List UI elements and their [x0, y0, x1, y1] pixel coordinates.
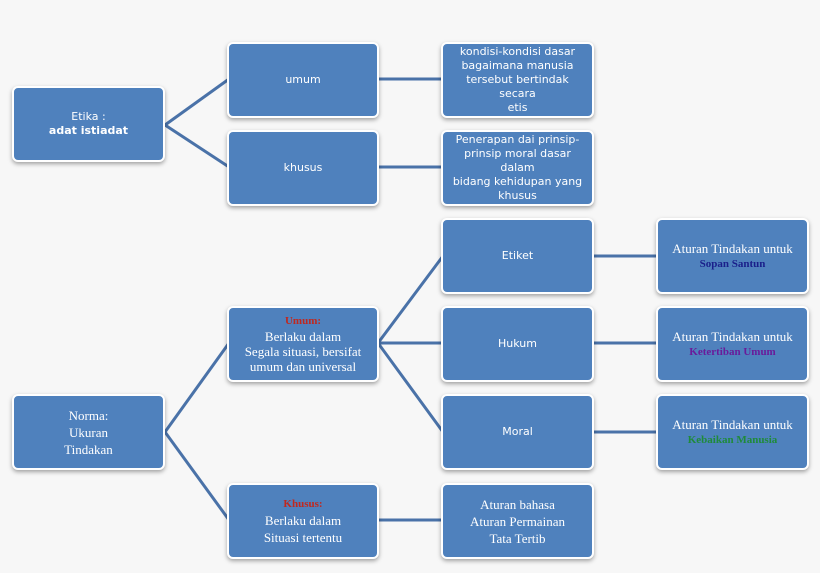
desc-line: Penerapan dai prinsip- — [455, 133, 580, 146]
connector-etika-umum — [164, 77, 230, 127]
desc-line: Tata Tertib — [489, 530, 546, 546]
norma-root-line: Tindakan — [64, 441, 113, 457]
norma-root-line: Ukuran — [69, 424, 108, 440]
aturan-prefix: Aturan Tindakan untuk — [672, 329, 793, 344]
connector-etika-khusus — [164, 123, 230, 169]
desc-line: Aturan Permainan — [470, 513, 565, 529]
norma-umum-line: umum dan universal — [249, 359, 357, 374]
etika-root-sublabel: adat istiadat — [48, 124, 129, 137]
etika-root-label: Etika : — [71, 110, 106, 123]
desc-line: prinsip moral dasar dalam — [464, 147, 571, 174]
norma-khusus-line: Situasi tertentu — [263, 529, 343, 545]
connector-umum-moral — [376, 342, 445, 433]
norma-khusus-line: Berlaku dalam — [264, 512, 342, 528]
kebaikan-manusia-label: Kebaikan Manusia — [687, 434, 778, 446]
desc-line: kondisi-kondisi dasar — [459, 45, 576, 58]
aturan-prefix: Aturan Tindakan untuk — [672, 241, 793, 256]
etika-umum-label: umum — [285, 73, 321, 86]
etika-umum-node: umum — [227, 42, 379, 118]
etiket-node: Etiket — [441, 218, 594, 294]
connector-norma-umum — [163, 342, 231, 433]
norma-khusus-title: Khusus: — [283, 497, 323, 510]
moral-label: Moral — [502, 425, 533, 438]
ketertiban-umum-label: Ketertiban Umum — [689, 346, 776, 358]
desc-line: Aturan bahasa — [480, 496, 555, 512]
etika-root-node: Etika : adat istiadat — [12, 86, 165, 162]
norma-umum-node: Umum: Berlaku dalam Segala situasi, bers… — [227, 306, 379, 382]
desc-line: etis — [507, 101, 528, 114]
desc-line: bagaimana manusia — [461, 59, 574, 72]
aturan-prefix: Aturan Tindakan untuk — [672, 417, 793, 432]
connector-umum-etiket — [376, 255, 445, 344]
hukum-label: Hukum — [498, 337, 537, 350]
norma-root-node: Norma: Ukuran Tindakan — [12, 394, 165, 470]
desc-line: khusus — [498, 189, 537, 202]
norma-umum-line: Segala situasi, bersifat — [244, 344, 362, 359]
etika-khusus-desc-node: Penerapan dai prinsip- prinsip moral das… — [441, 130, 594, 206]
hukum-aturan-node: Aturan Tindakan untuk Ketertiban Umum — [656, 306, 809, 382]
desc-line: tersebut bertindak secara — [466, 73, 569, 100]
sopan-santun-label: Sopan Santun — [699, 258, 766, 270]
etika-khusus-node: khusus — [227, 130, 379, 206]
norma-umum-title: Umum: — [284, 315, 322, 327]
etika-umum-desc-node: kondisi-kondisi dasar bagaimana manusia … — [441, 42, 594, 118]
moral-node: Moral — [441, 394, 594, 470]
norma-khusus-node: Khusus: Berlaku dalam Situasi tertentu — [227, 483, 379, 559]
hukum-node: Hukum — [441, 306, 594, 382]
etiket-label: Etiket — [501, 249, 534, 262]
desc-line: bidang kehidupan yang — [452, 175, 583, 188]
norma-umum-line: Berlaku dalam — [264, 329, 342, 344]
moral-aturan-node: Aturan Tindakan untuk Kebaikan Manusia — [656, 394, 809, 470]
etiket-aturan-node: Aturan Tindakan untuk Sopan Santun — [656, 218, 809, 294]
norma-khusus-desc-node: Aturan bahasa Aturan Permainan Tata Tert… — [441, 483, 594, 559]
etika-khusus-label: khusus — [283, 161, 323, 174]
connector-norma-khusus — [163, 431, 231, 521]
norma-root-label: Norma: — [68, 407, 109, 423]
